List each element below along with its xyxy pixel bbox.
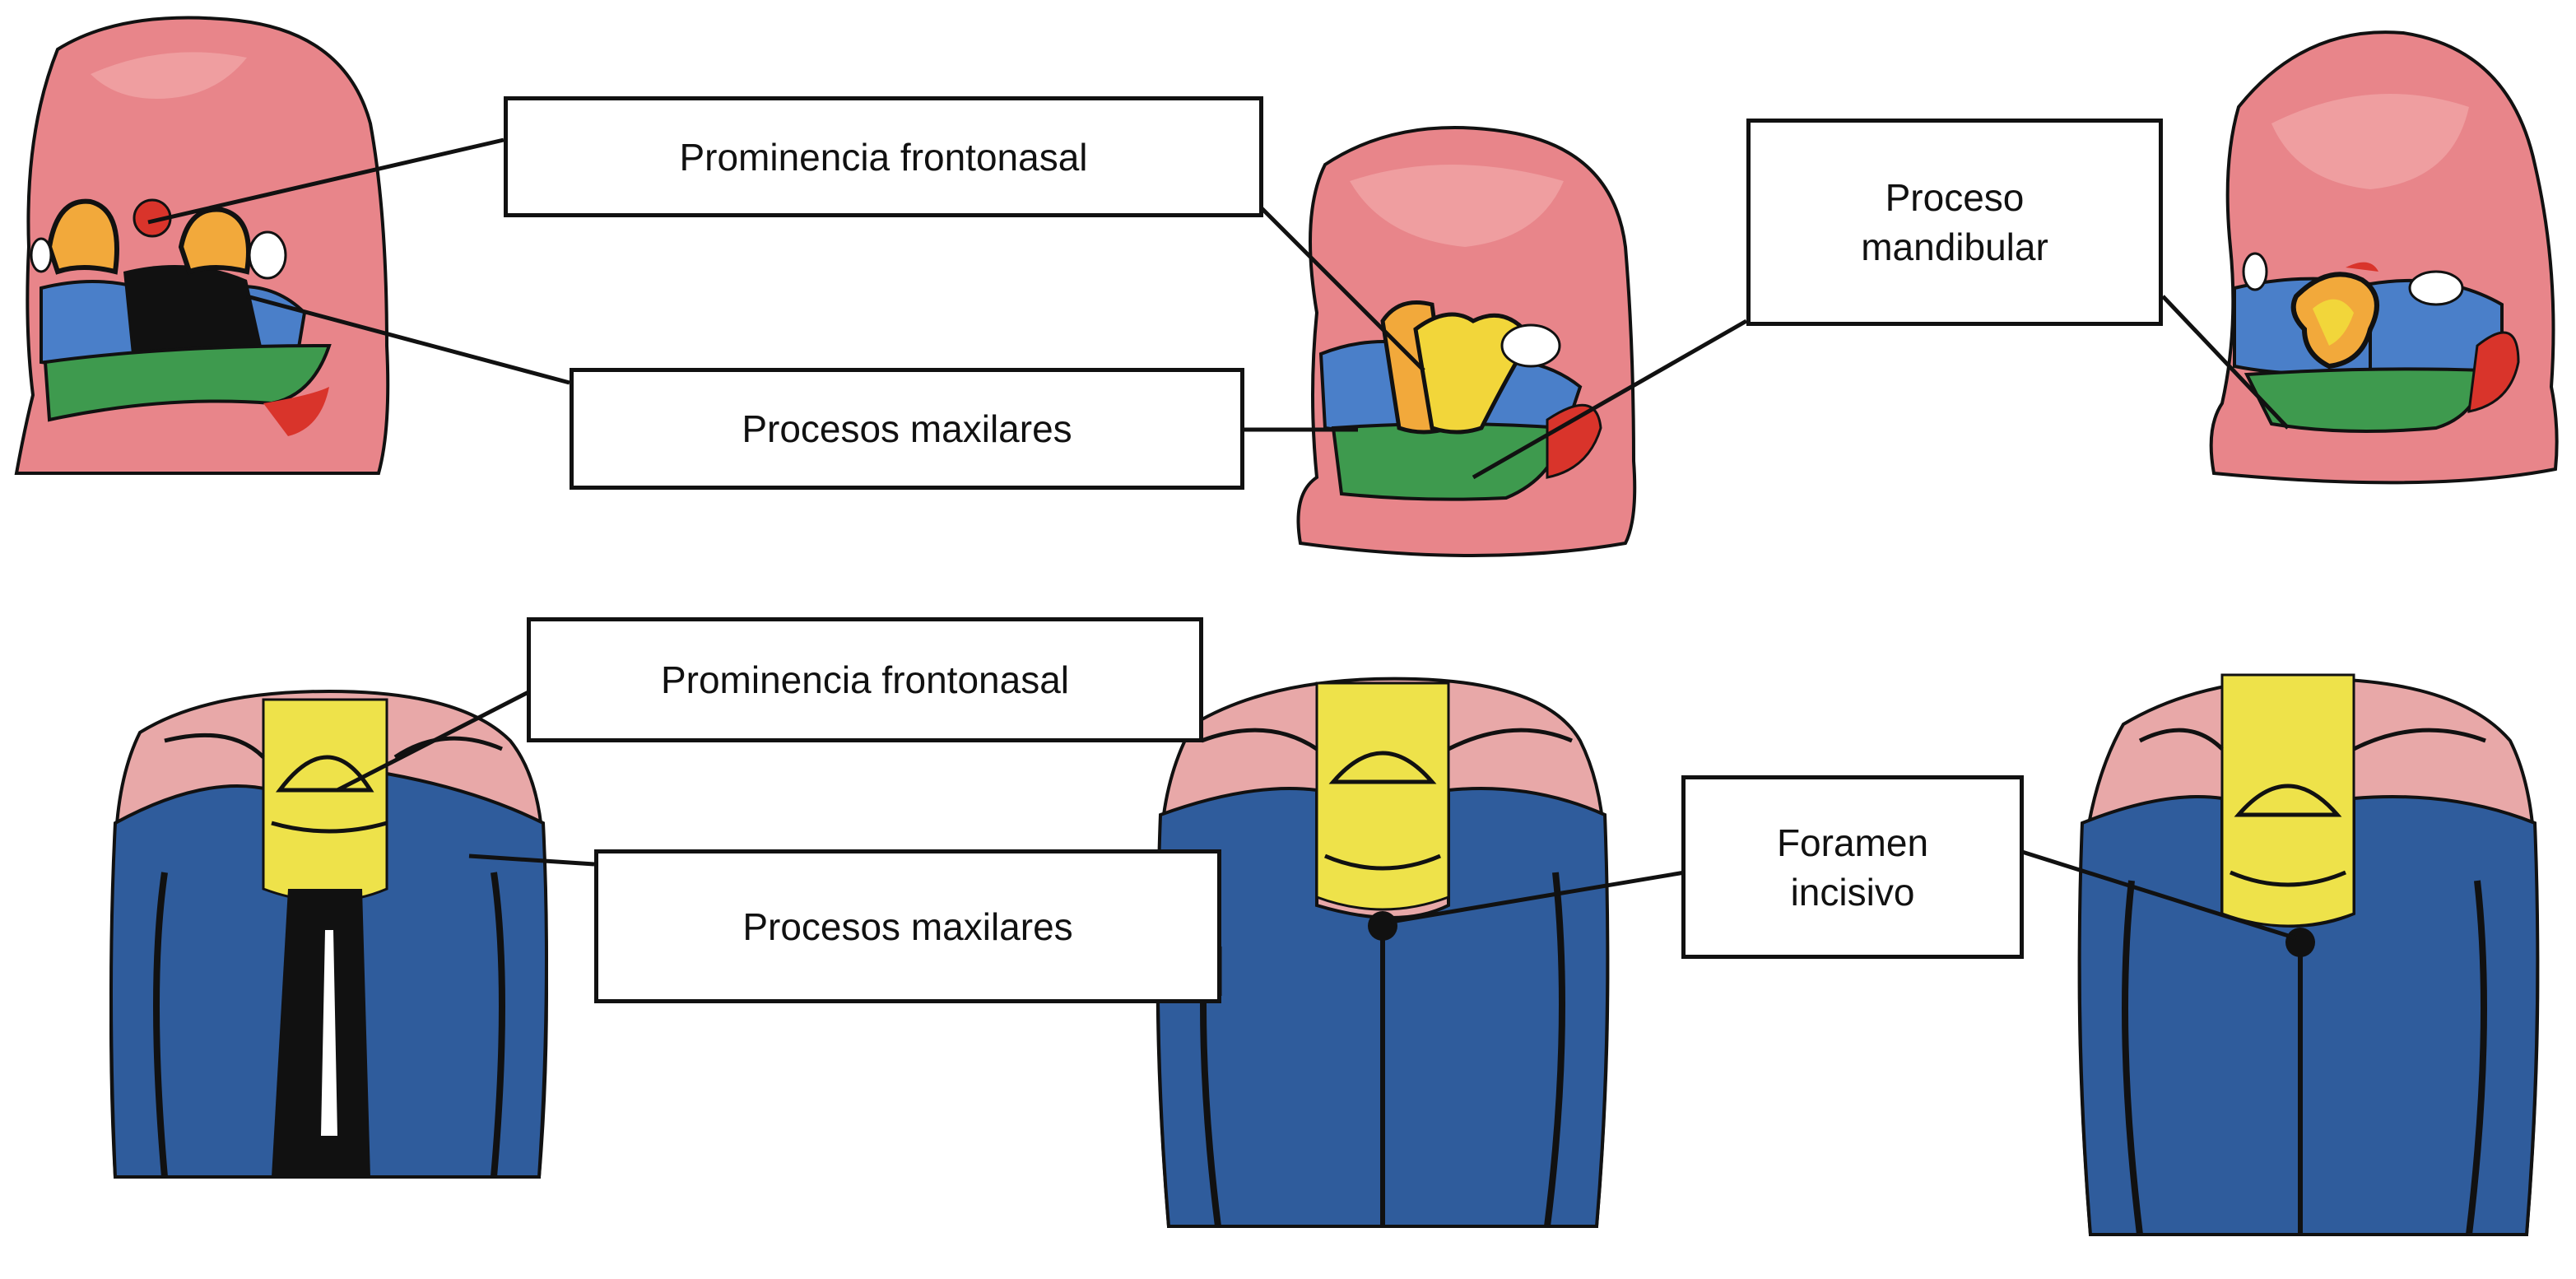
embryo-face-late-icon — [2209, 30, 2559, 485]
label-mandibular: Proceso mandibular — [1746, 119, 2163, 326]
label-mandibular-text: Proceso mandibular — [1861, 176, 2048, 268]
embryo-face-mid-icon — [1296, 126, 1637, 557]
palate-early-icon — [109, 689, 548, 1179]
label-maxilares-top: Procesos maxilares — [570, 368, 1244, 490]
label-maxilares-bottom: Procesos maxilares — [594, 849, 1221, 1003]
label-foramen-text: Foramen incisivo — [1776, 821, 1929, 914]
label-frontonasal-top: Prominencia frontonasal — [504, 96, 1263, 217]
label-maxilares-top-text: Procesos maxilares — [742, 407, 1072, 450]
label-frontonasal-bottom: Prominencia frontonasal — [527, 617, 1203, 742]
label-frontonasal-top-text: Prominencia frontonasal — [679, 135, 1088, 179]
embryo-face-early-icon — [14, 16, 390, 475]
label-maxilares-bottom-text: Procesos maxilares — [742, 905, 1073, 948]
palate-mid-icon — [1155, 677, 1610, 1228]
label-foramen: Foramen incisivo — [1681, 775, 2024, 959]
palate-late-icon — [2077, 673, 2540, 1236]
label-frontonasal-bottom-text: Prominencia frontonasal — [660, 658, 1070, 701]
